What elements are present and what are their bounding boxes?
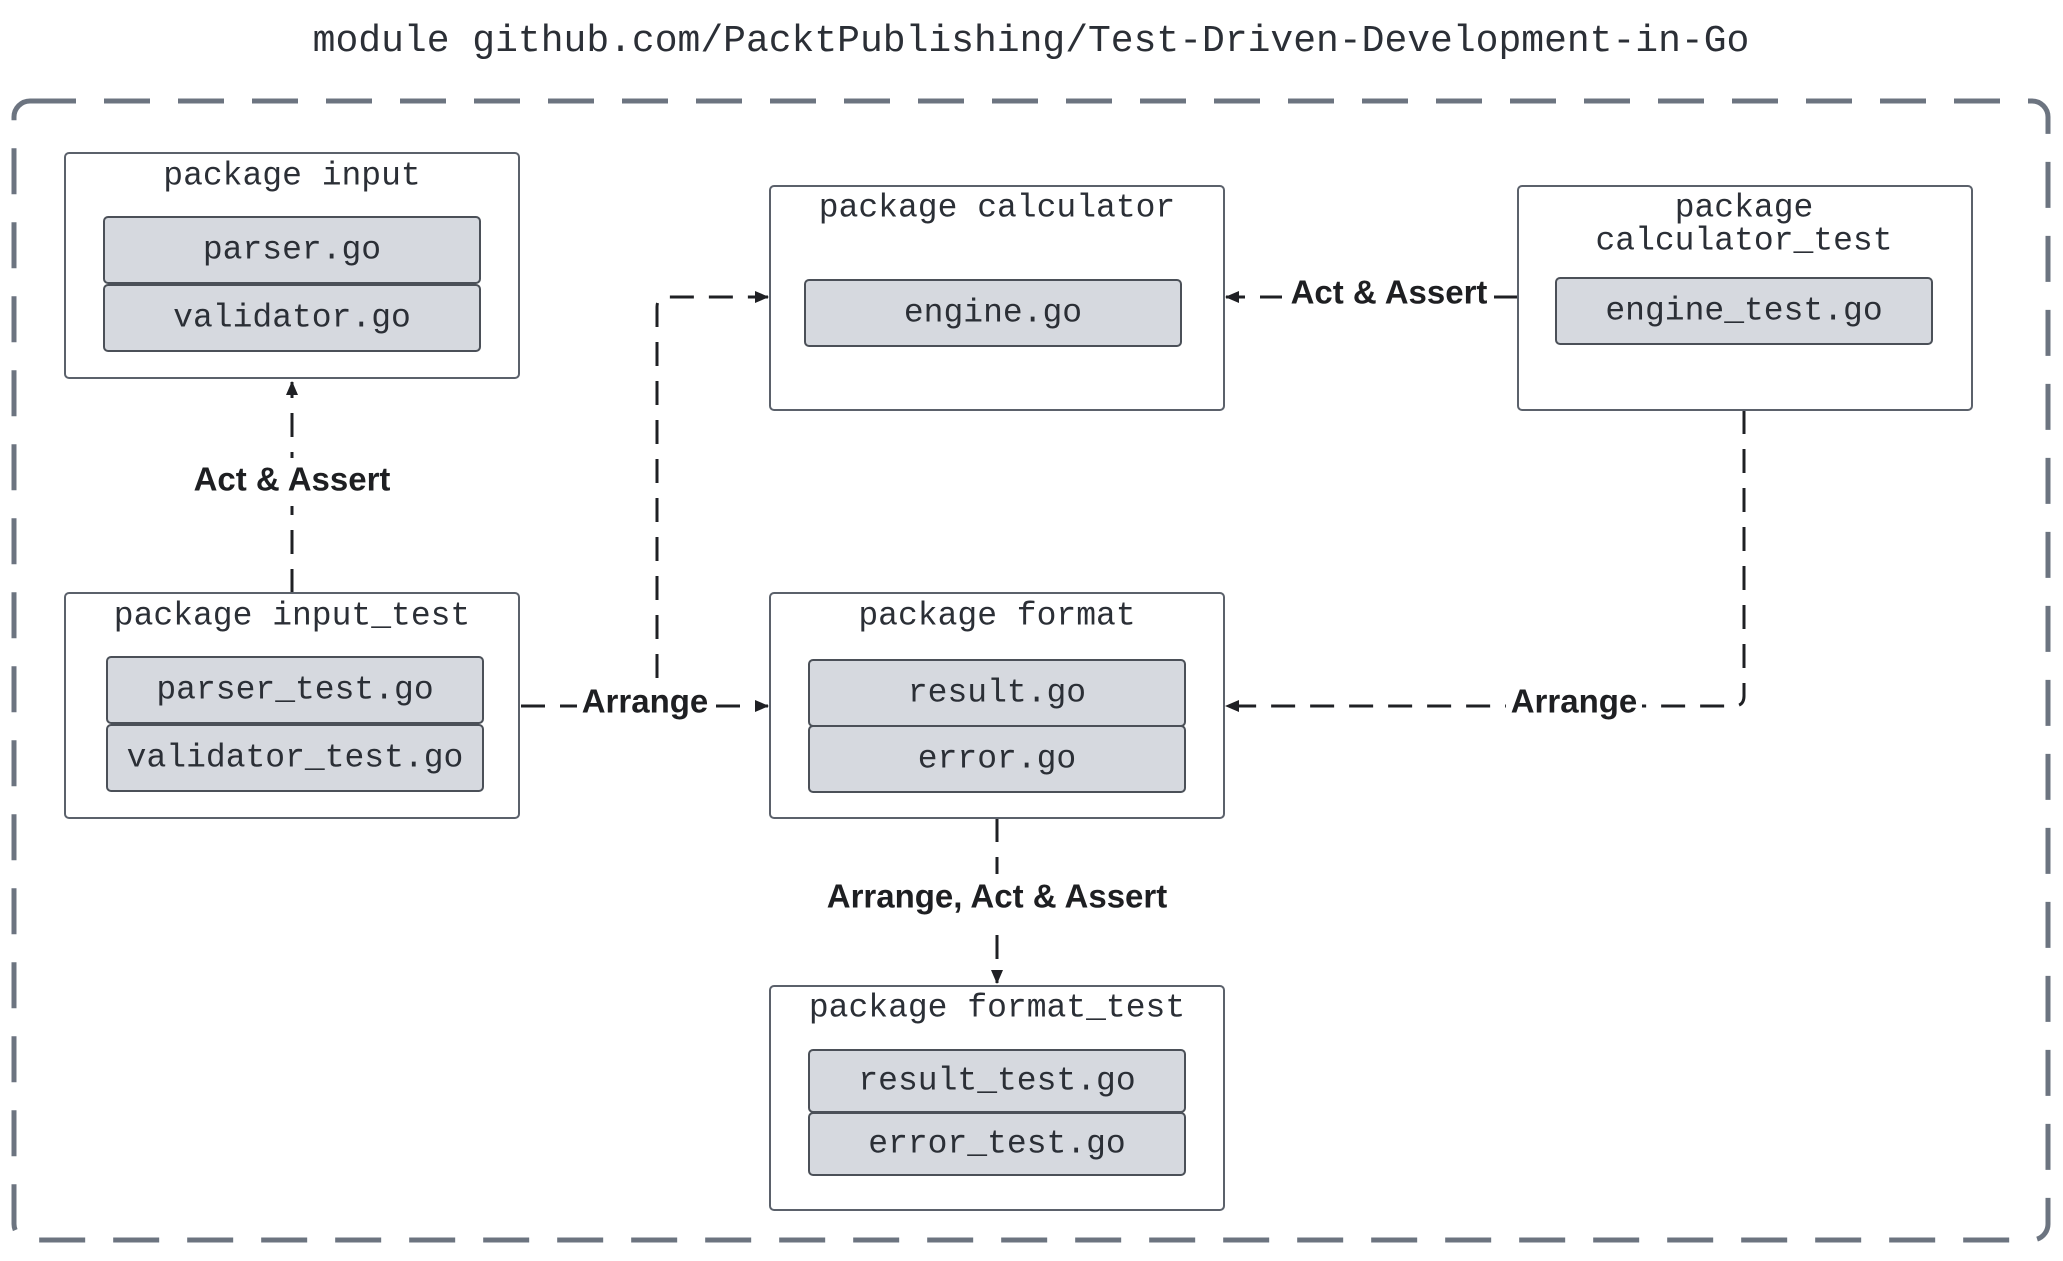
- module-boundary: [11, 98, 2051, 1243]
- package-title: package input_test: [114, 598, 470, 635]
- file-label: parser_test.go: [156, 672, 433, 709]
- file-validator-test-go: [106, 724, 484, 792]
- package-title-line1: package: [1675, 190, 1814, 227]
- edge-label-input-act-assert: Act & Assert: [194, 461, 391, 498]
- package-input: package input parser.go validator.go: [64, 152, 520, 379]
- file-label: result.go: [908, 675, 1086, 712]
- edge-input-test-to-calculator: [655, 291, 769, 678]
- file-parser-test-go: [106, 656, 484, 724]
- file-label: validator.go: [173, 300, 411, 337]
- file-parser-go: [103, 216, 481, 284]
- file-label: error_test.go: [868, 1126, 1125, 1163]
- edge-label-input-test-arrange: Arrange: [582, 683, 709, 720]
- edge-label-calculator-test-arrange: Arrange: [1511, 683, 1638, 720]
- file-validator-go: [103, 284, 481, 352]
- package-title: package calculator: [819, 190, 1175, 227]
- package-format-test: package format_test result_test.go error…: [769, 985, 1225, 1211]
- file-engine-test-go: [1555, 277, 1933, 345]
- file-error-go: [808, 725, 1186, 793]
- package-title: package format: [858, 598, 1135, 635]
- package-title: package format_test: [809, 990, 1185, 1027]
- package-input-test: package input_test parser_test.go valida…: [64, 592, 520, 819]
- module-title: module github.com/PacktPublishing/Test-D…: [313, 20, 1750, 63]
- package-format: package format result.go error.go: [769, 592, 1225, 819]
- edge-label-format-arrange-act-assert: Arrange, Act & Assert: [827, 878, 1168, 915]
- file-label: engine.go: [904, 295, 1082, 332]
- edge-labels: Act & Assert Arrange Act & Assert Arrang…: [186, 273, 1642, 924]
- edge-label-calculator-act-assert: Act & Assert: [1291, 274, 1488, 311]
- file-label: engine_test.go: [1605, 293, 1882, 330]
- file-error-test-go: [808, 1112, 1186, 1176]
- file-label: parser.go: [203, 232, 381, 269]
- package-title: package input: [163, 158, 420, 195]
- package-title-line2: calculator_test: [1595, 223, 1892, 260]
- package-calculator-test: package calculator_test engine_test.go: [1517, 185, 1973, 411]
- file-label: result_test.go: [858, 1063, 1135, 1100]
- file-engine-go: [804, 279, 1182, 347]
- file-label: error.go: [918, 741, 1076, 778]
- edge-calculator-test-to-format: [1225, 410, 1746, 712]
- file-label: validator_test.go: [127, 740, 464, 777]
- package-calculator: package calculator engine.go: [769, 185, 1225, 411]
